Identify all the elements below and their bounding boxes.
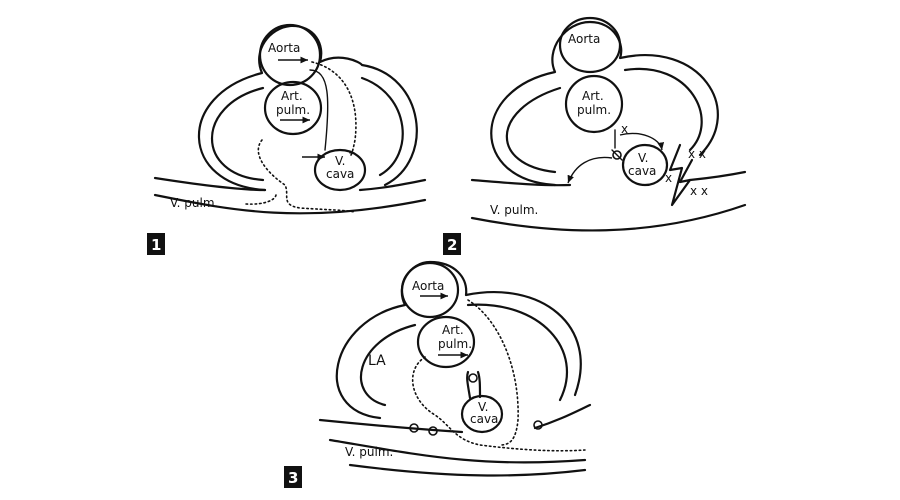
heart-inner-outline: [505, 86, 562, 174]
incision-dotted-1: [257, 139, 356, 213]
panel-2-badge: [443, 233, 461, 255]
v-cava-label-line2: cava: [470, 412, 498, 426]
v-pulm-wall-upper: [318, 418, 464, 434]
panel-1: Aorta Art. pulm. V. cava V. pulm. 1: [147, 23, 427, 255]
art-pulm-vessel: [564, 74, 624, 134]
aorta-label: Aorta: [268, 41, 300, 55]
incision-dotted-2: [467, 299, 519, 446]
panel-2: Aorta Art. pulm. V. cava x x x x x x V. …: [443, 16, 747, 255]
v-pulm-label: V. pulm.: [490, 203, 538, 217]
x-mark-1: x: [621, 122, 628, 136]
baffle-tube-2: [476, 370, 482, 399]
septum-line: [309, 69, 329, 151]
zigzag-incision: [668, 143, 694, 207]
heart-outline: [490, 20, 719, 187]
v-pulm-wall-lower: [470, 203, 747, 232]
aorta-label: Aorta: [412, 279, 444, 293]
panel-3-number: 3: [288, 469, 298, 487]
suture-knot-tie: [611, 149, 623, 161]
v-cava-vessel: [313, 148, 367, 192]
art-pulm-vessel: [263, 80, 323, 136]
panel-2-number: 2: [447, 236, 457, 254]
art-pulm-label-line1: Art.: [582, 89, 604, 103]
v-pulm-wall-lower: [153, 193, 427, 215]
v-cava-label-line1: V.: [478, 400, 488, 414]
suture-knot: [468, 373, 478, 383]
panel-1-number: 1: [151, 236, 161, 254]
v-pulm-wall-upper-right: [533, 403, 592, 430]
heart-inner-outline: [211, 86, 265, 182]
suture-knot: [612, 150, 622, 160]
incision-dotted-3: [245, 194, 277, 205]
v-pulm-label: V. pulm.: [345, 445, 393, 459]
aorta-label: Aorta: [568, 32, 600, 46]
aorta-vessel: [558, 16, 622, 74]
incision-dotted-2: [311, 61, 357, 156]
aorta-vessel: [400, 261, 460, 319]
v-pulm-label: V. pulm.: [170, 196, 218, 210]
v-cava-vessel: [460, 394, 504, 434]
art-pulm-label-line2: pulm.: [438, 337, 472, 351]
panel-3: Aorta Art. pulm. LA V. cava V. pulm. 3: [284, 260, 592, 488]
heart-outline: [197, 24, 418, 192]
v-cava-label-line1: V.: [638, 151, 648, 165]
vcava-arrow: [619, 132, 665, 151]
v-cava-label-line1: V.: [335, 154, 345, 168]
x-mark-4: x x: [690, 184, 708, 198]
baffle-tube: [466, 370, 472, 400]
v-pulm-wall-upper-right: [358, 178, 427, 192]
transfer-arrow: [567, 156, 613, 184]
v-pulm-wall-upper: [470, 178, 572, 187]
x-mark-2: x: [665, 171, 672, 185]
art-pulm-label-line2: pulm.: [276, 103, 310, 117]
art-pulm-label-line1: Art.: [281, 89, 303, 103]
art-pulm-label-line1: Art.: [442, 323, 464, 337]
art-pulm-label-line2: pulm.: [577, 103, 611, 117]
v-pulm-wall-lower: [328, 438, 587, 464]
panel-1-badge: [147, 233, 165, 255]
aorta-vessel: [258, 23, 322, 87]
v-cava-vessel: [621, 143, 669, 187]
v-pulm-wall-upper: [153, 176, 267, 192]
v-cava-label-line2: cava: [628, 164, 656, 178]
heart-inner-outline: [359, 323, 417, 407]
panel-3-badge: [284, 466, 302, 488]
la-label: LA: [368, 353, 386, 369]
heart-inner-right: [623, 67, 703, 152]
heart-inner-right: [360, 76, 404, 177]
incision-dotted-1: [411, 356, 586, 452]
v-pulm-wall-upper-right: [688, 170, 747, 182]
art-pulm-vessel: [416, 315, 476, 369]
heart-inner-right: [466, 303, 568, 402]
v-pulm-wall-bottom: [348, 463, 587, 477]
x-mark-3: x x: [688, 147, 706, 161]
v-cava-label-line2: cava: [326, 167, 354, 181]
